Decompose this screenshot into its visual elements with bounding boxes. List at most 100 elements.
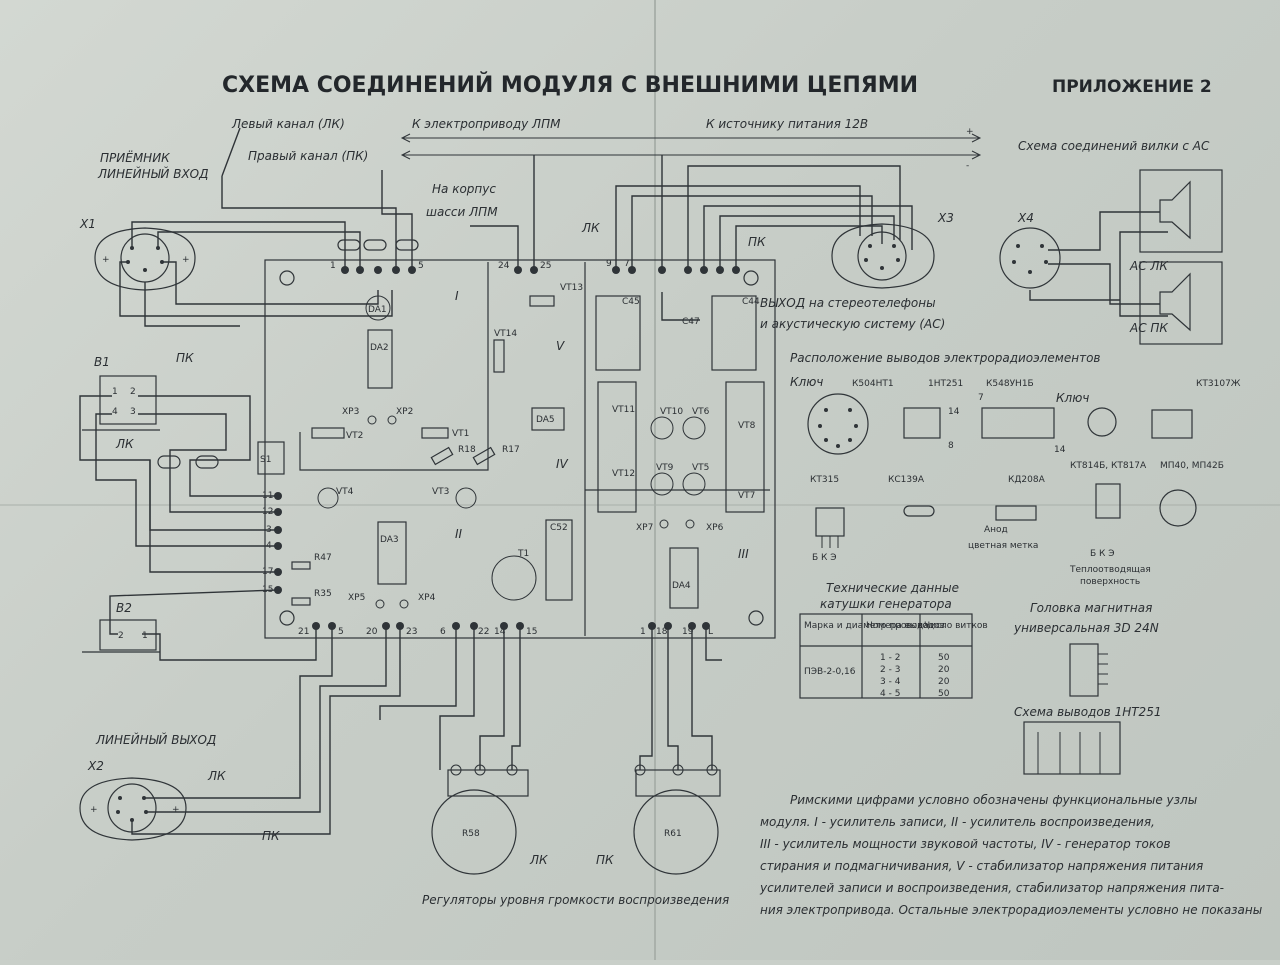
vt13-label: VT13 (560, 283, 583, 293)
notes-block: Римскими цифрами условно обозначены функ… (759, 793, 1262, 917)
speaker-right: АС ПК (1129, 261, 1223, 345)
appendix-label: ПРИЛОЖЕНИЕ 2 (1052, 77, 1212, 97)
xp3-label: XP3 (342, 407, 359, 417)
svg-text:20: 20 (938, 677, 950, 687)
svg-text:23: 23 (406, 627, 417, 637)
da1-label: DA1 (368, 305, 387, 315)
receiver-label: ПРИЁМНИК (100, 150, 170, 165)
b2-label: B2 (116, 601, 132, 615)
svg-text:14: 14 (494, 627, 506, 637)
xp2-label: XP2 (396, 407, 413, 417)
note-line-3: стирания и подмагничивания, V - стабилиз… (760, 859, 1203, 873)
note-line-4: усилителей записи и воспроизведения, ста… (759, 881, 1224, 895)
x3-lk-label: ЛК (581, 221, 600, 235)
svg-text:50: 50 (938, 689, 950, 699)
right-channel-label: Правый канал (ПК) (248, 149, 368, 163)
bottom-pins: 21 5 20 23 6 22 14 15 1 18 19 L (298, 622, 713, 637)
motor-arrows: + - (400, 127, 982, 171)
pinout-surface-label: поверхность (1080, 577, 1140, 587)
vt2-label: VT2 (346, 431, 363, 441)
c47-label: C47 (682, 317, 700, 327)
svg-text:21: 21 (298, 627, 309, 637)
r47-label: R47 (314, 553, 332, 563)
coil-table: Технические данные катушки генератора Ма… (799, 581, 988, 699)
x2-label: X2 (87, 759, 104, 773)
pinout-kc139-label: КС139А (888, 475, 925, 485)
vt6-label: VT6 (692, 407, 710, 417)
svg-text:1 - 2: 1 - 2 (880, 653, 900, 663)
pinout-mp40-label: МП40, МП42Б (1160, 461, 1224, 471)
svg-text:L: L (708, 627, 713, 637)
da4-label: DA4 (672, 581, 691, 591)
pinout-key2-label: Ключ (1056, 391, 1089, 405)
svg-text:3: 3 (130, 407, 136, 417)
pinout-title: Расположение выводов электрорадиоэлемент… (790, 351, 1100, 365)
vt12-label: VT12 (612, 469, 635, 479)
vt14-label: VT14 (494, 329, 517, 339)
pinout-heat-label: Теплоотводящая (1069, 565, 1151, 575)
vt4-label: VT4 (336, 487, 354, 497)
coil-header-2: Число витков (924, 621, 988, 631)
line-in-label: ЛИНЕЙНЫЙ ВХОД (97, 166, 209, 181)
speaker-right-label: АС ПК (1129, 321, 1168, 335)
svg-text:2: 2 (130, 387, 136, 397)
da3-label: DA3 (380, 535, 399, 545)
svg-text:1: 1 (640, 627, 646, 637)
svg-text:8: 8 (948, 441, 954, 451)
vt1-label: VT1 (452, 429, 469, 439)
c45-label: C45 (622, 297, 640, 307)
left-channel-label: Левый канал (ЛК) (231, 117, 345, 131)
svg-text:1: 1 (142, 631, 148, 641)
output-label-1: ВЫХОД на стереотелефоны (760, 296, 936, 310)
block-v-label: V (556, 339, 565, 353)
svg-text:1: 1 (330, 261, 336, 271)
block-ii-label: II (455, 527, 463, 541)
note-line-1: модуля. I - усилитель записи, II - усили… (760, 815, 1155, 829)
svg-text:19: 19 (682, 627, 694, 637)
c52-label: C52 (550, 523, 568, 533)
b1-label: B1 (94, 355, 110, 369)
block-iii-label: III (738, 547, 749, 561)
vt7-label: VT7 (738, 491, 755, 501)
da2-label: DA2 (370, 343, 389, 353)
svg-text:20: 20 (366, 627, 378, 637)
x2-lk-label: ЛК (207, 769, 226, 783)
coil-title-2: катушки генератора (820, 597, 952, 611)
svg-text:7: 7 (624, 259, 630, 269)
plug-scheme-title: Схема соединений вилки с АС (1018, 139, 1210, 153)
minus-sign: - (966, 161, 969, 171)
page-title: СХЕМА СОЕДИНЕНИЙ МОДУЛЯ С ВНЕШНИМИ ЦЕПЯМ… (222, 72, 918, 98)
svg-text:25: 25 (540, 261, 551, 271)
head-scheme-title: Схема выводов 1НТ251 (1014, 705, 1161, 719)
top-pins: 1 5 24 25 9 7 (330, 259, 740, 274)
x3-pk-label: ПК (748, 235, 766, 249)
c44-label: C44 (742, 297, 760, 307)
vt11-label: VT11 (612, 405, 635, 415)
svg-text:4 - 5: 4 - 5 (880, 689, 900, 699)
connector-x4: X4 (999, 211, 1061, 289)
s1-label: S1 (260, 455, 271, 465)
da5-label: DA5 (536, 415, 555, 425)
pinout-key-label: Ключ (790, 375, 823, 389)
svg-text:20: 20 (938, 665, 950, 675)
note-line-5: ния электропривода. Остальные электрорад… (760, 903, 1262, 917)
pinout-color-mark-label: цветная метка (968, 541, 1038, 551)
svg-text:+: + (102, 255, 110, 265)
chassis-label-2: шасси ЛПМ (426, 205, 498, 219)
pinout-1nt251-label: 1НТ251 (928, 379, 963, 389)
svg-text:18: 18 (656, 627, 668, 637)
b1-lk-label: ЛК (115, 437, 134, 451)
speaker-left-label: АС ЛК (1129, 259, 1168, 273)
volume-pot-r58: R58 (431, 764, 529, 875)
pinout-anode-label: Анод (984, 525, 1008, 535)
xp5-label: XP5 (348, 593, 365, 603)
vt3-label: VT3 (432, 487, 449, 497)
connector-x3: X3 (831, 211, 954, 289)
board-components: DA1 DA2 DA3 DA4 DA5 VT2 VT1 VT4 VT3 VT13… (257, 283, 765, 609)
output-label-2: и акустическую систему (АС) (760, 317, 945, 331)
svg-text:5: 5 (338, 627, 344, 637)
r58-label: R58 (462, 829, 480, 839)
connector-x1: ++ X1 (79, 217, 196, 291)
